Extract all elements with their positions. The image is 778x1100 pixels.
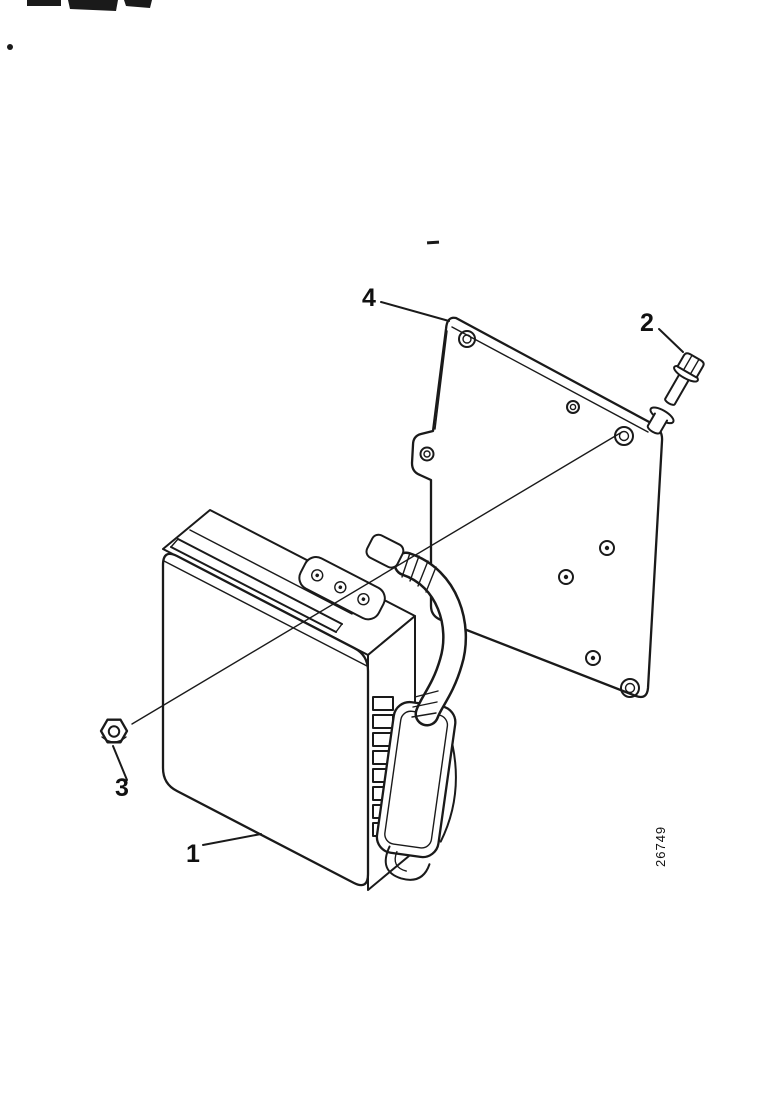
mounting-bolt bbox=[646, 352, 705, 435]
flange-nut bbox=[99, 718, 129, 744]
connector-cable bbox=[365, 533, 468, 727]
callout-2-label: 2 bbox=[640, 309, 654, 337]
callout-3-label: 3 bbox=[115, 774, 129, 802]
leader-line-4 bbox=[380, 301, 450, 322]
control-unit bbox=[161, 509, 468, 891]
bolt-head bbox=[676, 352, 705, 379]
leader-lines bbox=[112, 301, 684, 846]
scan-artifacts bbox=[7, 0, 440, 245]
assembly-axis-line bbox=[131, 431, 623, 725]
leader-line-1 bbox=[202, 833, 262, 846]
mounting-plate bbox=[410, 316, 664, 699]
drawing-number: 26749 bbox=[653, 826, 668, 867]
mounting-plate-outline bbox=[410, 316, 664, 699]
callout-1-label: 1 bbox=[186, 840, 200, 868]
leader-line-3 bbox=[112, 745, 128, 781]
top-clamp-wedge bbox=[170, 529, 353, 633]
callout-4-label: 4 bbox=[362, 284, 376, 312]
unit-front-face bbox=[161, 552, 370, 887]
plate-rivet-holes bbox=[558, 540, 615, 666]
cable-ribs bbox=[401, 552, 439, 718]
leader-line-2 bbox=[658, 328, 684, 353]
cable-end-fitting bbox=[365, 533, 405, 569]
